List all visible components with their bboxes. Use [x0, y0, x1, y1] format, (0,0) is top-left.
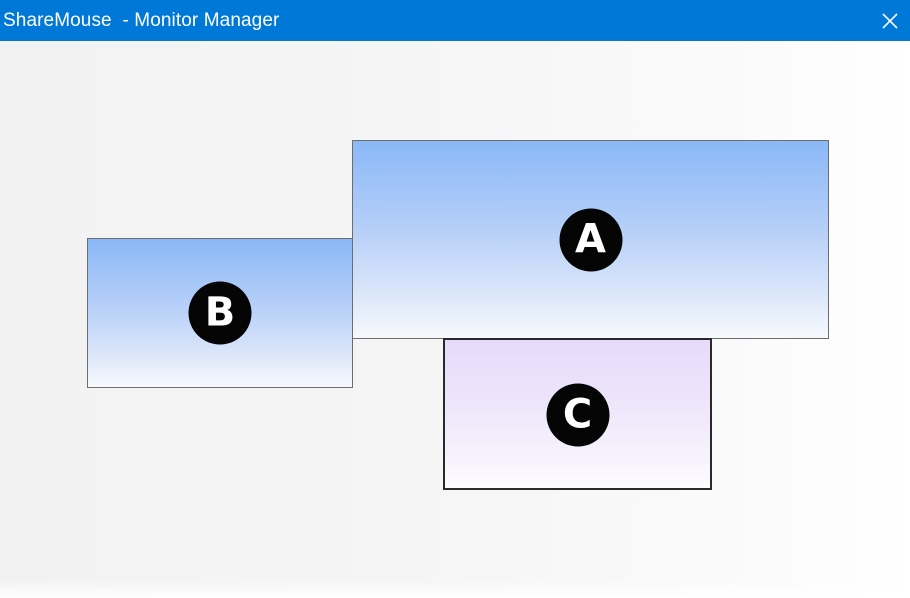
monitor-a-label: A: [559, 208, 622, 271]
monitor-c[interactable]: C: [443, 338, 712, 490]
monitor-c-label: C: [546, 383, 609, 447]
monitor-b-label: B: [188, 281, 252, 345]
window-title: ShareMouse - Monitor Manager: [3, 10, 280, 31]
close-icon: [882, 13, 898, 29]
title-bar[interactable]: ShareMouse - Monitor Manager: [0, 0, 910, 41]
close-button[interactable]: [870, 0, 910, 41]
monitor-b[interactable]: B: [87, 238, 353, 388]
monitor-arrangement-area: B A C: [0, 41, 910, 598]
canvas-bottom-fade: [0, 580, 910, 598]
monitor-a[interactable]: A: [352, 140, 829, 339]
